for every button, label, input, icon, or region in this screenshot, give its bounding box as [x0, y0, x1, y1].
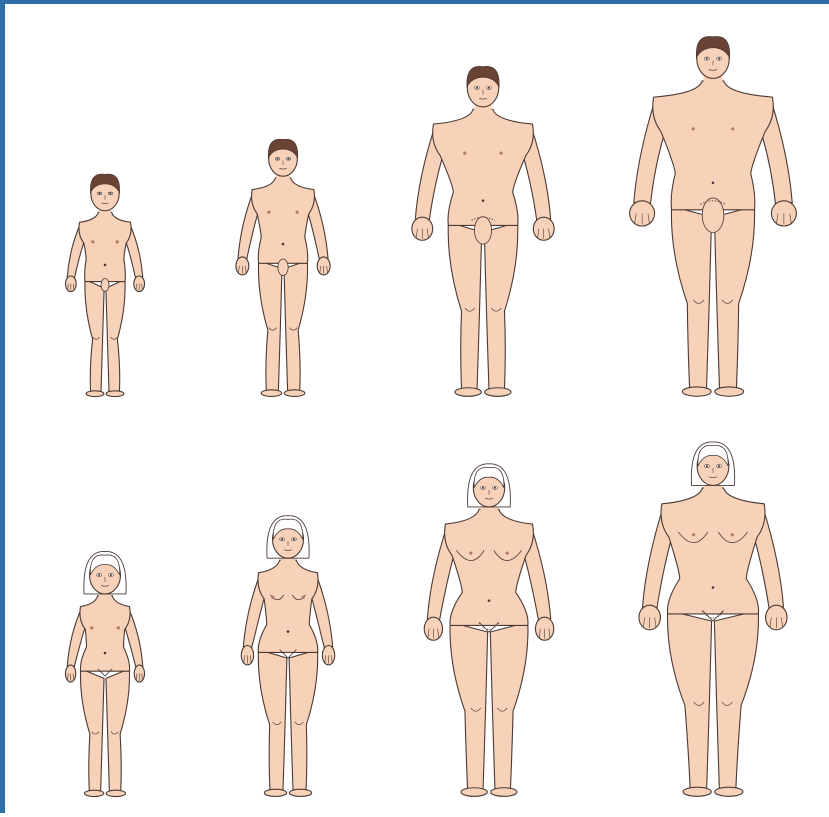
torso [252, 178, 315, 263]
navel [282, 243, 285, 246]
foot [84, 790, 103, 796]
torso [661, 488, 765, 614]
navel [488, 599, 491, 602]
nipple [116, 240, 119, 243]
navel [287, 630, 290, 633]
navel [482, 199, 485, 202]
groin [101, 278, 109, 291]
foot [261, 390, 282, 397]
nipple [91, 240, 94, 243]
nipple [692, 127, 695, 130]
nipple [731, 127, 734, 130]
nipple [731, 533, 734, 536]
leg [490, 622, 528, 789]
leg [80, 669, 104, 791]
leg [450, 622, 488, 789]
nipple [506, 552, 509, 555]
foot [715, 387, 744, 396]
foot [264, 789, 286, 796]
male-figure-adult [630, 36, 797, 396]
female-figure-adult [639, 442, 787, 796]
torso [445, 509, 534, 625]
female-figure-young-adult [424, 464, 554, 796]
nipple [500, 152, 503, 155]
navel [104, 264, 107, 267]
female-figure-older-child [241, 516, 334, 797]
navel [712, 586, 715, 589]
foot [106, 790, 125, 796]
leg [284, 261, 308, 391]
leg [106, 669, 130, 791]
leg [289, 650, 318, 790]
foot [715, 787, 743, 796]
leg [85, 279, 104, 391]
foot [683, 787, 711, 796]
leg [258, 261, 282, 391]
leg [106, 279, 125, 391]
leg [714, 206, 754, 388]
foot [455, 388, 481, 397]
leg [484, 222, 517, 389]
leg [448, 222, 481, 389]
foot [491, 788, 517, 797]
nipple [90, 626, 93, 629]
foot [485, 388, 511, 397]
nipple [692, 533, 695, 536]
nipple [463, 152, 466, 155]
nipple [469, 552, 472, 555]
foot [106, 391, 124, 397]
leg [668, 610, 712, 788]
navel [104, 652, 107, 655]
leg [714, 610, 758, 788]
foot [284, 390, 305, 397]
nipple [117, 626, 120, 629]
torso [80, 596, 130, 672]
groin [278, 259, 288, 275]
foot [86, 391, 104, 397]
torso [433, 109, 534, 225]
leg [671, 206, 711, 388]
groin [702, 198, 724, 233]
nipple [267, 211, 270, 214]
male-figure-child [65, 174, 144, 396]
body-growth-illustration [5, 4, 829, 817]
nipple [296, 211, 299, 214]
torso [258, 560, 318, 652]
male-figure-young-adult [412, 66, 554, 396]
nipple [271, 596, 274, 599]
female-figure-child [65, 551, 144, 796]
groin [474, 217, 491, 244]
navel [712, 182, 715, 185]
torso [653, 81, 774, 210]
foot [289, 789, 311, 796]
leg [258, 650, 287, 790]
foot [461, 788, 487, 797]
foot [682, 387, 711, 396]
torso [79, 212, 131, 281]
nipple [302, 596, 305, 599]
male-figure-older-child [236, 139, 330, 396]
